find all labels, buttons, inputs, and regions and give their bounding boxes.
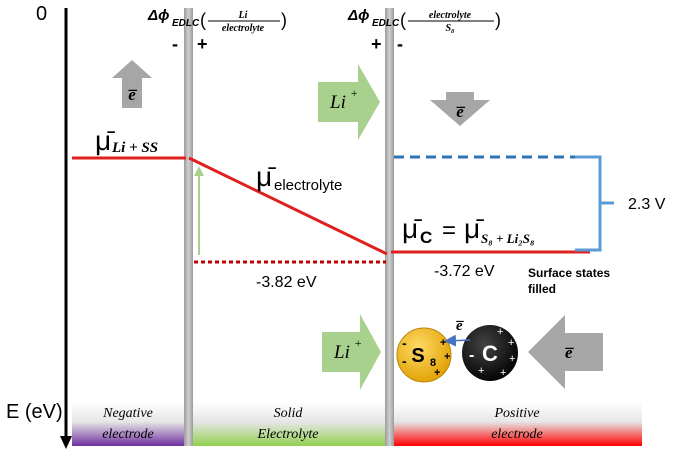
solid-electrolyte-region: [184, 402, 390, 446]
electron-symbol-left: e̅: [128, 85, 138, 104]
mu-s8-symbol: μ̄: [464, 213, 484, 244]
right-interface-bar: [385, 8, 394, 446]
right-paren-close: ): [495, 10, 501, 30]
electron-transfer-symbol: e̅: [456, 318, 464, 334]
right-paren-open: (: [400, 10, 406, 30]
surface-states-line2: filled: [528, 282, 556, 296]
electrolyte-level: [188, 156, 388, 256]
mu-electrolyte-symbol: μ̄: [256, 161, 276, 192]
mu-c-equation: μ̄ C = μ̄ S₈ + Li₂S₈: [402, 213, 535, 247]
solid-label-2: Electrolyte: [257, 427, 319, 442]
mu-c-sub: C: [420, 228, 432, 247]
mu-li-ss-label: μ̄ Li + SS: [95, 125, 158, 156]
s8-plus-2: +: [444, 351, 450, 363]
c-plus-2: +: [508, 337, 514, 349]
s8-plus-1: +: [440, 337, 446, 349]
voltage-bracket: [575, 155, 602, 252]
right-delta-phi: Δϕ: [347, 7, 369, 24]
mu-li-ss-symbol: μ̄: [95, 125, 115, 156]
li-plus-arrow-top: Li +: [318, 64, 380, 140]
solid-label-1: Solid: [274, 406, 304, 421]
s8-sub: 8: [430, 357, 436, 369]
right-interface-label: Δϕ EDLC ( electrolyte S₈ ) + -: [347, 7, 501, 54]
electron-symbol-right: e̅: [456, 102, 466, 121]
electron-left-arrow: e̅: [528, 315, 603, 389]
s8-label: S: [411, 345, 424, 367]
right-edlc-sub: EDLC: [372, 18, 400, 29]
right-frac-den: S₈: [445, 23, 455, 34]
electron-symbol-bottom: e̅: [564, 343, 574, 362]
right-sign-minus: -: [397, 34, 403, 54]
electron-down-arrow: e̅: [430, 92, 490, 126]
negative-electrode-region: [72, 402, 184, 446]
electron-up-arrow: e̅: [112, 60, 152, 108]
mu-electrolyte-label: μ̄ electrolyte: [256, 161, 342, 194]
left-paren-close: ): [281, 10, 287, 30]
c-plus-5: +: [478, 365, 484, 377]
right-sign-plus: +: [371, 34, 382, 54]
c-plus-4: +: [500, 367, 506, 379]
electron-transfer-arrow: [444, 334, 471, 347]
mu-c-symbol: μ̄: [402, 213, 422, 244]
li-plus-bottom-sup: +: [354, 336, 362, 350]
c-plus-3: +: [509, 353, 515, 365]
negative-label-1: Negative: [102, 406, 153, 421]
c-minus: -: [469, 347, 474, 364]
positive-label-2: electrode: [491, 427, 543, 442]
positive-electrode-region: [390, 402, 642, 446]
negative-label-2: electrode: [102, 427, 154, 442]
left-frac-num: Li: [238, 10, 248, 21]
left-sign-plus: +: [197, 34, 208, 54]
value-left-label: -3.82 eV: [256, 274, 317, 291]
energy-axis-arrowhead: [60, 436, 72, 449]
left-interface-bar: [184, 8, 193, 446]
carbon-particle: C - + + + + +: [462, 325, 518, 381]
left-sign-minus: -: [172, 34, 178, 54]
s8-plus-3: +: [434, 367, 440, 379]
left-edlc-sub: EDLC: [172, 18, 200, 29]
left-frac-den: electrolyte: [222, 23, 265, 34]
c-plus-1: +: [497, 326, 503, 338]
li-plus-bottom-label: Li: [333, 342, 350, 363]
mu-s8-sub: S₈ + Li₂S₈: [481, 231, 535, 246]
mu-li-ss-sub: Li + SS: [111, 140, 158, 156]
green-up-indicator-head: [194, 166, 204, 176]
s8-minus-2: -: [402, 353, 407, 369]
surface-states-line1: Surface states: [528, 266, 610, 280]
positive-label-1: Positive: [493, 406, 539, 421]
left-paren-open: (: [200, 10, 206, 30]
li-plus-arrow-bottom: Li +: [322, 314, 381, 390]
mu-electrolyte-sub: electrolyte: [274, 177, 342, 194]
left-interface-label: Δϕ EDLC ( Li electrolyte ) - +: [147, 7, 287, 54]
s8-particle: S 8 - - + + +: [396, 327, 452, 383]
value-right-label: -3.72 eV: [434, 263, 495, 280]
li-plus-top-label: Li: [329, 92, 346, 113]
li-plus-top-sup: +: [350, 86, 358, 100]
s8-minus-1: -: [402, 335, 407, 351]
left-delta-phi: Δϕ: [147, 7, 169, 24]
right-frac-num: electrolyte: [429, 10, 472, 21]
c-label: C: [482, 341, 498, 366]
voltage-label: 2.3 V: [628, 196, 666, 213]
axis-bottom-label: E (eV): [6, 401, 63, 423]
mu-c-equals: =: [442, 217, 456, 244]
axis-top-label: 0: [36, 3, 47, 25]
